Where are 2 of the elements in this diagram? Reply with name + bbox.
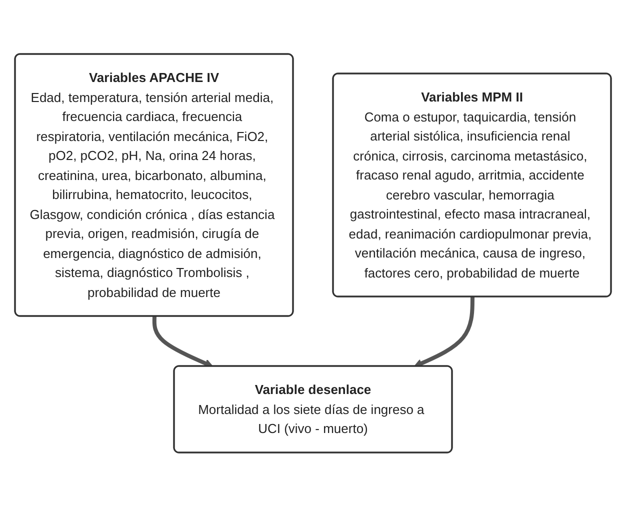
arrow — [152, 316, 213, 368]
arrow — [413, 296, 474, 368]
